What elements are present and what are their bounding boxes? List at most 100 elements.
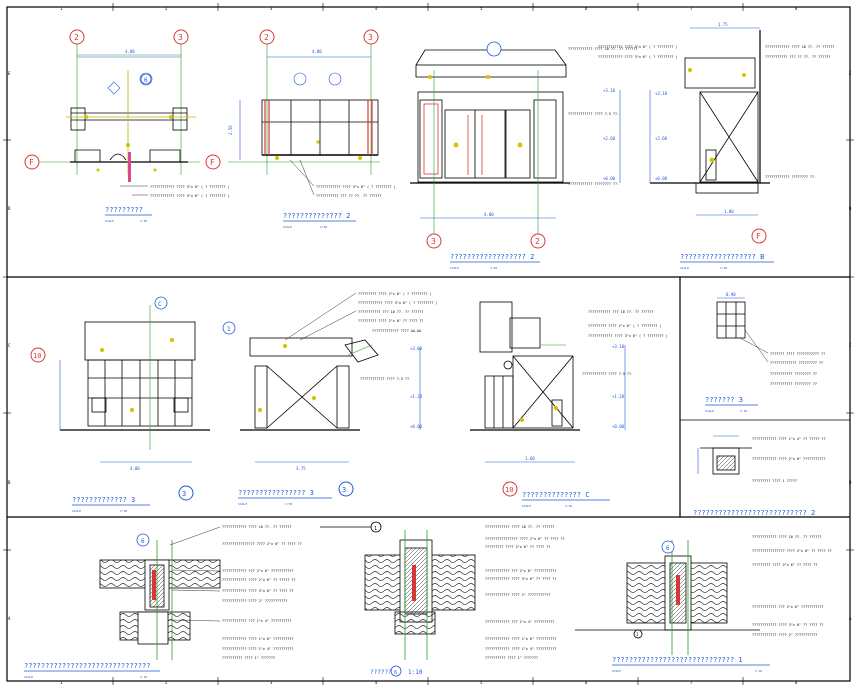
marker-F-c: F <box>751 228 767 244</box>
svg-text:8: 8 <box>795 6 798 11</box>
svg-text:???????????? ???? 2"x 6" ?????: ???????????? ???? 2"x 6" ??????????? <box>752 457 826 461</box>
svg-text:???????????? ???? 7.5 ??.: ???????????? ???? 7.5 ??. <box>360 377 411 381</box>
svg-text:C: C <box>158 301 162 308</box>
svg-text:???????????? ???? 1"x 4" ?????: ???????????? ???? 1"x 4" ?????????? <box>485 647 556 651</box>
svg-text:4: 4 <box>375 6 378 11</box>
svg-text:2: 2 <box>165 6 168 11</box>
svg-text:1: 1 <box>60 680 63 685</box>
svg-text:??????: ?????? <box>370 669 392 676</box>
svg-text:???????????? ???? 3"x 6" ( ? ?: ???????????? ???? 3"x 6" ( ? ???????? ) <box>588 334 668 338</box>
svg-text:3.75: 3.75 <box>296 466 306 471</box>
marker-C-a: C <box>154 296 168 310</box>
title-view-5: ????????????? 3 SCALE 1:50 <box>72 496 150 513</box>
title-view-2: ?????????????? 2 SCALE 1:50 <box>283 212 356 229</box>
svg-text:7: 7 <box>690 6 693 11</box>
svg-text:C: C <box>8 343 11 348</box>
svg-text:3: 3 <box>431 237 436 246</box>
svg-text:???????????????? ???? 2"x 6" ?: ???????????????? ???? 2"x 6" ?? ???? ?? <box>752 549 832 553</box>
title-view-9: ??????????????????????????? 2 <box>693 509 815 517</box>
svg-text:???????????? ???? 1"x 6" ?????: ???????????? ???? 1"x 6" ?????????? <box>485 637 556 641</box>
marker-3-d: 3 <box>178 485 194 501</box>
svg-text:3: 3 <box>178 33 183 42</box>
svg-text:6: 6 <box>585 680 588 685</box>
svg-text:??????????? ??? 10 ??. ?? ????: ??????????? ??? 10 ??. ?? ?????? <box>358 310 423 314</box>
svg-text:10: 10 <box>505 486 513 494</box>
svg-text:F: F <box>29 158 34 167</box>
marker-1-c: 1 <box>633 629 643 639</box>
svg-text:???????????????? ???? 2"x 6" ?: ???????????????? ???? 2"x 6" ?? ???? ?? <box>485 537 565 541</box>
title-view-1: ????????? SCALE 1:50 <box>105 206 152 223</box>
svg-text:A: A <box>8 616 11 621</box>
title-view-3: ?????????????????? 2 SCALE 1:50 <box>450 253 540 270</box>
svg-text:+0.00: +0.00 <box>612 424 625 429</box>
svg-text:SCALE: SCALE <box>24 675 33 679</box>
svg-text:3: 3 <box>368 33 373 42</box>
svg-text:+2.60: +2.60 <box>603 136 616 141</box>
svg-text:F: F <box>756 232 761 241</box>
svg-text:E: E <box>8 71 11 76</box>
svg-text:4: 4 <box>375 680 378 685</box>
svg-text:+3.10: +3.10 <box>603 88 616 93</box>
view-detail-small-3: 0.90 ??????? ???? ??????????? ?? ???????… <box>705 292 825 413</box>
view-section-3: +3.00 +1.20 +0.00 3.75 ????????? ???? 2"… <box>222 292 438 506</box>
svg-text:???????????? ???? 7.5 ??.: ???????????? ???? 7.5 ??. <box>582 372 633 376</box>
svg-text:???????????????? 3: ???????????????? 3 <box>238 489 314 497</box>
view-detail-bottom-left: ???????????? ???? 10 ??. ?? ?????? ?????… <box>24 525 302 679</box>
svg-text:4.00: 4.00 <box>125 49 135 54</box>
svg-text:????????????? 3: ????????????? 3 <box>72 496 135 504</box>
svg-text:1:50: 1:50 <box>490 266 497 270</box>
svg-text:5: 5 <box>480 680 483 685</box>
svg-text:???????????? ???? 1"x 4" ?? ??: ???????????? ???? 1"x 4" ?? ????? ?? <box>752 437 826 441</box>
svg-text:??????????? ??? 10 ??. ?? ????: ??????????? ??? 10 ??. ?? ?????? <box>588 310 653 314</box>
view-section-c: +3.10 +1.20 +0.00 1.60 ??????????? ??? 1… <box>470 301 668 508</box>
svg-text:F: F <box>210 158 215 167</box>
svg-text:+3.10: +3.10 <box>655 91 668 96</box>
svg-text:1:50: 1:50 <box>720 266 727 270</box>
svg-text:???????????? ???? 3"x 6" ( ? ?: ???????????? ???? 3"x 6" ( ? ???????? ) <box>598 55 678 59</box>
svg-text:????????? ???? 1 ?????: ????????? ???? 1 ????? <box>752 479 797 483</box>
svg-text:???????????? ??? 1"x 4" ??????: ???????????? ??? 1"x 4" ?????????? <box>485 620 554 624</box>
marker-10-b: 10 <box>502 481 518 497</box>
svg-text:SCALE: SCALE <box>105 219 114 223</box>
svg-text:???????????? ???? 1"x 4" ?????: ???????????? ???? 1"x 4" ?????????? <box>222 647 293 651</box>
svg-text:???????????? ???? 3"x 6" ( ? ?: ???????????? ???? 3"x 6" ( ? ???????? ) <box>358 301 438 305</box>
svg-text:0.90: 0.90 <box>726 292 736 297</box>
svg-text:SCALE: SCALE <box>612 669 621 673</box>
svg-text:SCALE: SCALE <box>680 266 689 270</box>
svg-text:?????????????? C: ?????????????? C <box>522 491 589 499</box>
svg-text:???????????? ??? 1"x 4" ??????: ???????????? ??? 1"x 4" ?????????? <box>222 619 291 623</box>
svg-text:1: 1 <box>636 632 639 637</box>
marker-F-a: F <box>24 154 40 170</box>
sheet-grid-labels: 1 2 3 4 5 6 7 8 1 2 3 4 5 6 7 8 E D C B … <box>8 6 852 685</box>
svg-text:1:50: 1:50 <box>285 502 292 506</box>
marker-2-c: 2 <box>530 233 546 249</box>
svg-text:???????????? ???? 10 ??. ?? ??: ???????????? ???? 10 ??. ?? ?????? <box>568 47 637 51</box>
marker-3-a: 3 <box>173 29 189 45</box>
title-view-11: ?????? 6 1:10 <box>370 665 423 677</box>
marker-6-b: 6 <box>136 533 150 547</box>
svg-text:+3.10: +3.10 <box>612 344 625 349</box>
svg-text:3: 3 <box>270 6 273 11</box>
view-detail-small-2: ???????????? ???? 1"x 4" ?? ????? ?? ???… <box>693 435 826 517</box>
svg-text:6: 6 <box>666 545 670 552</box>
svg-text:A: A <box>849 616 852 621</box>
marker-2-a: 2 <box>69 29 85 45</box>
title-view-10: ?????????????????????????????? SCALE 1:1… <box>24 662 160 679</box>
svg-text:1:50: 1:50 <box>120 509 127 513</box>
title-view-4: ?????????????????? B SCALE 1:50 <box>680 253 774 270</box>
svg-text:??????? 3: ??????? 3 <box>705 396 743 404</box>
svg-text:10: 10 <box>33 352 41 360</box>
svg-text:???????????? ???? 3"x 6" ( ? ?: ???????????? ???? 3"x 6" ( ? ???????? ) <box>150 185 230 189</box>
svg-text:???????????? ??? 2"x 6" ??????: ???????????? ??? 2"x 6" ??????????? <box>752 605 823 609</box>
svg-text:???????????? ???? 10 ??. ?? ??: ???????????? ???? 10 ??. ?? ?????? <box>765 45 834 49</box>
svg-text:???????????? ???? 3"x 6" ?? ??: ???????????? ???? 3"x 6" ?? ???? ?? <box>222 589 293 593</box>
svg-text:???????????? ???? 1"x 6" ?????: ???????????? ???? 1"x 6" ?????????? <box>222 637 293 641</box>
marker-10-a: 10 <box>30 347 46 363</box>
svg-text:????????? ???? 2"x 6" ?? ????: ????????? ???? 2"x 6" ?? ???? ?? <box>358 319 423 323</box>
svg-text:???????????? ??? 2"x 6" ??????: ???????????? ??? 2"x 6" ??????????? <box>222 569 293 573</box>
marker-3-c: 3 <box>426 233 442 249</box>
svg-text:?????????????????? B: ?????????????????? B <box>680 253 764 261</box>
svg-text:1: 1 <box>374 526 377 532</box>
svg-text:1.60: 1.60 <box>525 456 535 461</box>
svg-text:??????????? ??? ?? ??. ?? ????: ??????????? ??? ?? ??. ?? ?????? <box>765 55 830 59</box>
